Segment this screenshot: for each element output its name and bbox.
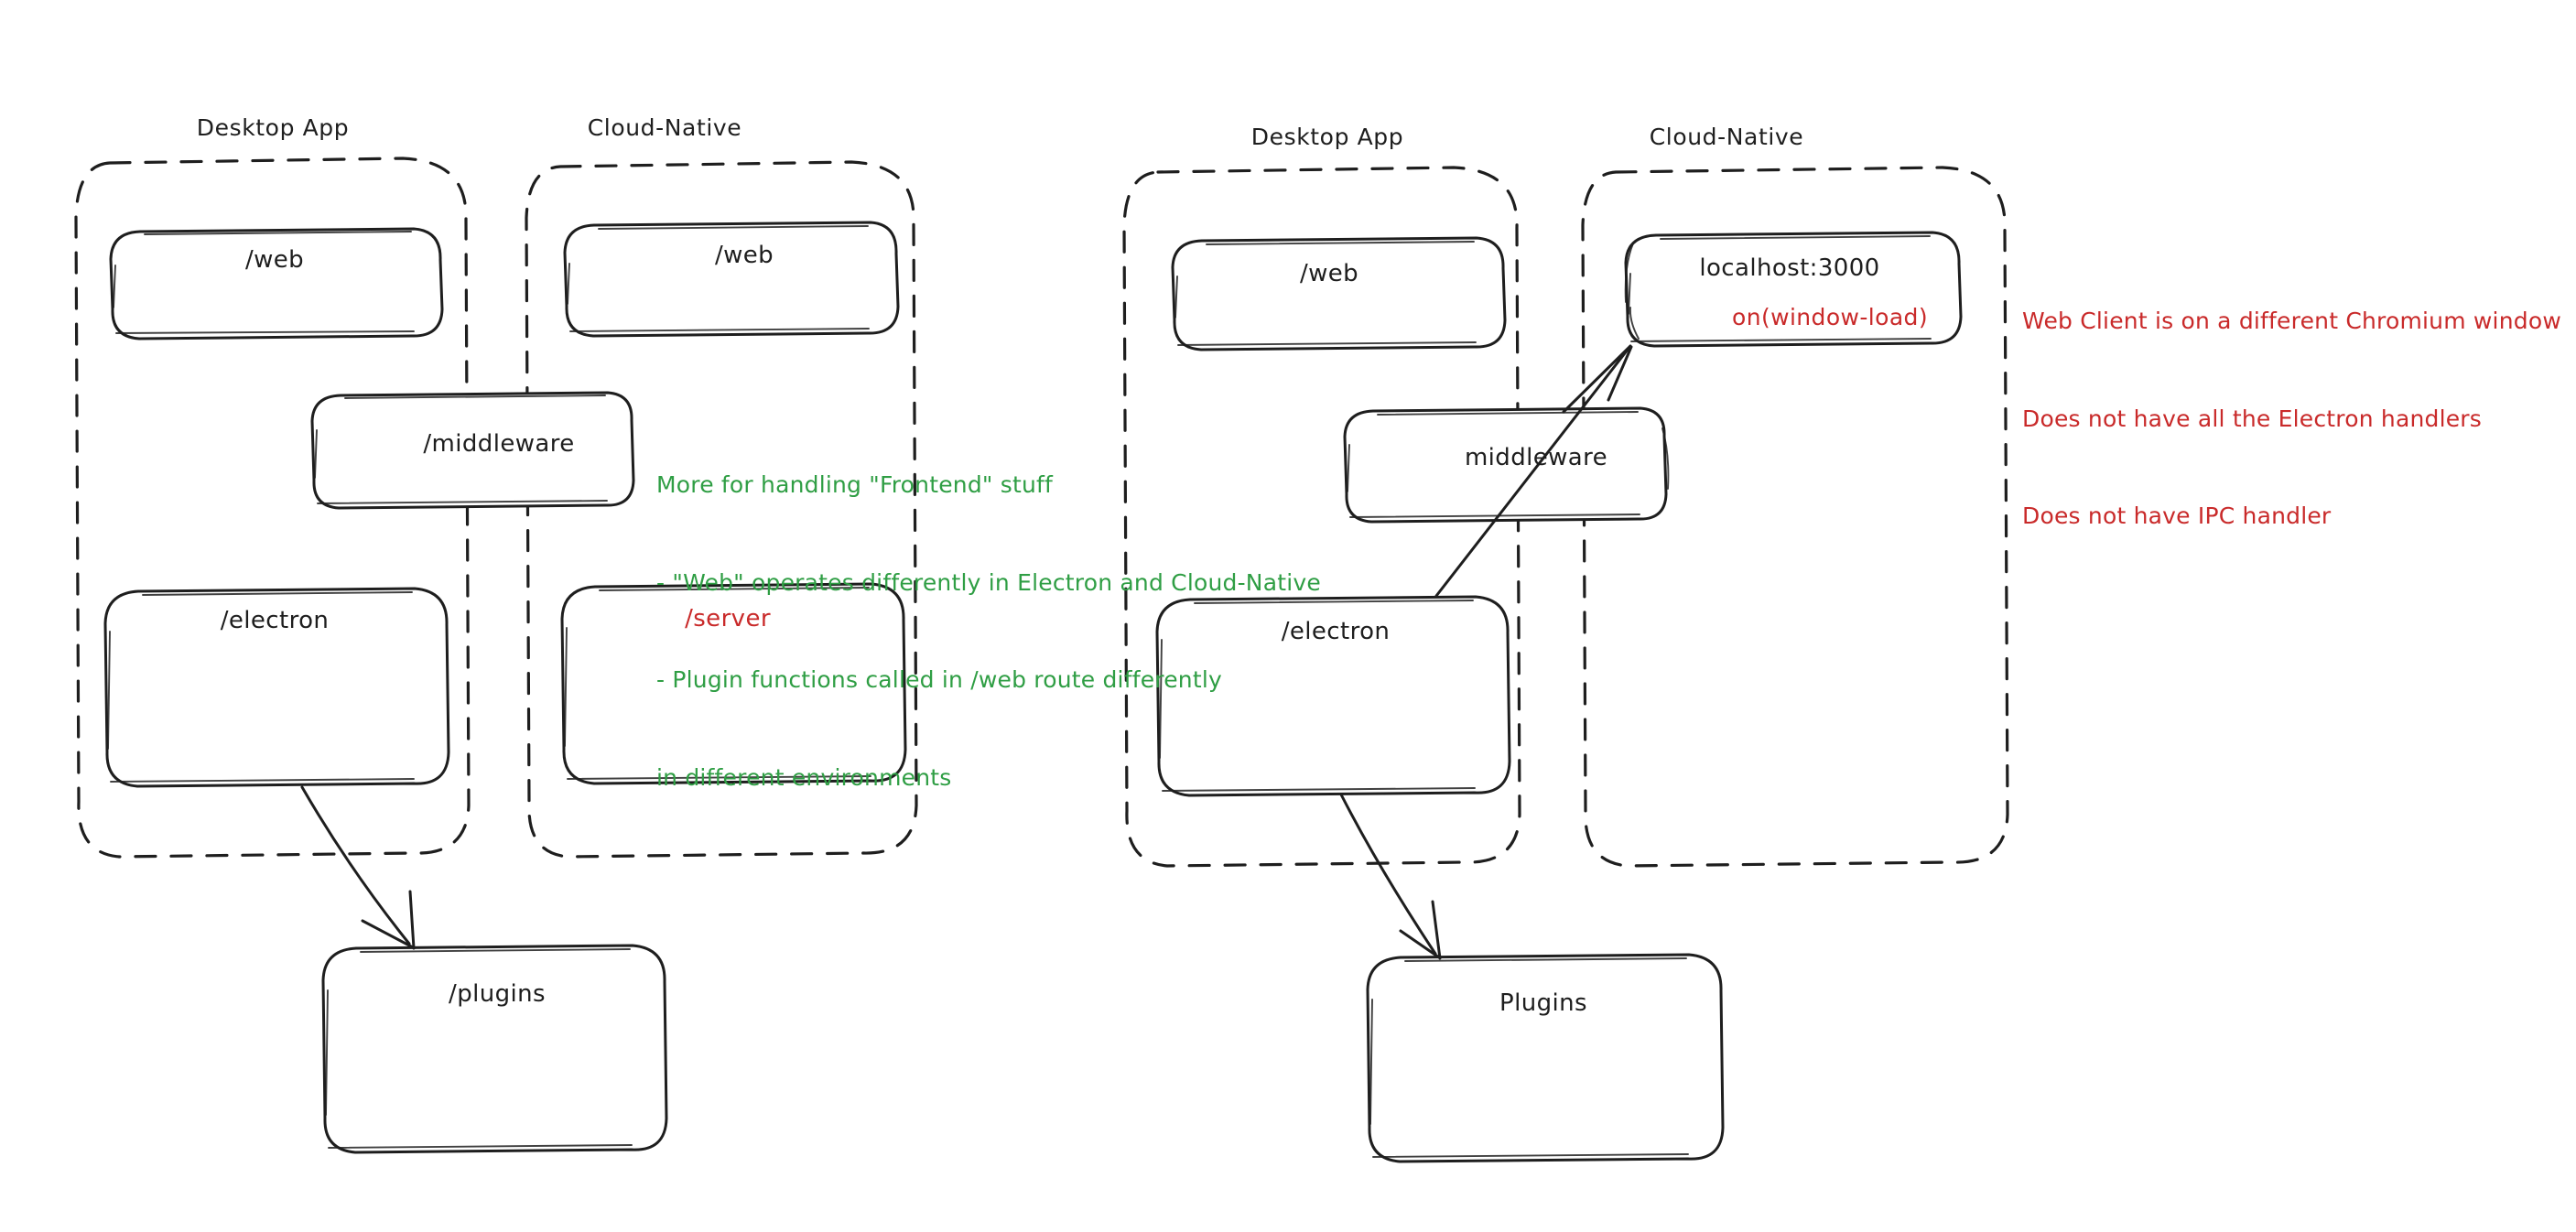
edge-right-electron-to-plugins — [1339, 793, 1442, 960]
annotation-green-note: More for handling "Frontend" stuff - "We… — [656, 404, 1321, 859]
node-label-left-cloud-web[interactable]: /web — [714, 242, 774, 269]
annotation-green-line-3: - Plugin functions called in /web route … — [656, 666, 1222, 693]
edge-left-electron-to-plugins — [300, 785, 416, 950]
annotation-green-line-4: in different environments — [656, 763, 952, 791]
annotation-red-line-3: Does not have IPC handler — [2022, 503, 2332, 529]
node-left-cloud-web-shape — [563, 221, 900, 338]
node-sublabel-right-localhost-on-window-load: on(window-load) — [1732, 304, 1928, 330]
group-title-right-cloud-native: Cloud-Native — [1649, 124, 1804, 150]
node-label-left-electron[interactable]: /electron — [220, 607, 330, 634]
group-title-left-cloud-native: Cloud-Native — [587, 114, 742, 141]
node-label-right-middleware[interactable]: middleware — [1464, 444, 1608, 471]
node-label-right-localhost[interactable]: localhost:3000 — [1699, 254, 1880, 282]
node-label-left-desktop-web[interactable]: /web — [244, 246, 305, 274]
annotation-green-line-2: - "Web" operates differently in Electron… — [656, 568, 1321, 596]
annotation-red-note: Web Client is on a different Chromium wi… — [2022, 240, 2561, 598]
node-label-left-server[interactable]: /server — [685, 605, 771, 632]
node-label-right-desktop-web[interactable]: /web — [1299, 260, 1359, 287]
node-label-left-plugins[interactable]: /plugins — [449, 980, 546, 1008]
node-right-desktop-web-shape — [1171, 236, 1507, 351]
annotation-green-line-1: More for handling "Frontend" stuff — [656, 471, 1054, 498]
node-label-left-middleware[interactable]: /middleware — [423, 430, 575, 458]
group-title-left-desktop-app: Desktop App — [196, 114, 350, 141]
node-left-plugins-shape — [321, 944, 668, 1154]
annotation-red-line-2: Does not have all the Electron handlers — [2022, 405, 2483, 432]
node-label-right-plugins[interactable]: Plugins — [1499, 989, 1587, 1017]
annotation-red-line-1: Web Client is on a different Chromium wi… — [2022, 308, 2561, 334]
group-title-right-desktop-app: Desktop App — [1250, 124, 1404, 150]
node-right-plugins-shape — [1366, 953, 1725, 1163]
node-label-right-electron[interactable]: /electron — [1281, 618, 1391, 645]
